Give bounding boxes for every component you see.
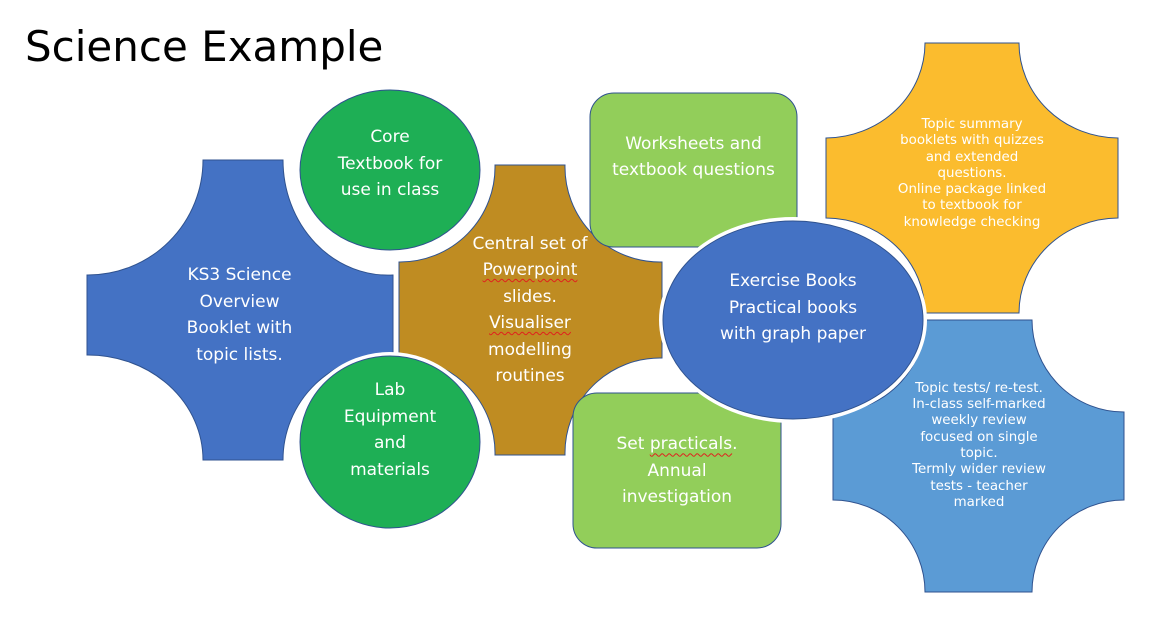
- overview-booklet-shape[interactable]: [86, 159, 394, 461]
- lab-equipment-shape[interactable]: [296, 352, 484, 532]
- label-line: marked: [953, 494, 1005, 510]
- label-line: Lab: [374, 380, 406, 400]
- label-line: slides.: [503, 286, 557, 307]
- topic-tests-shape[interactable]: [832, 319, 1125, 593]
- label-line: textbook questions: [612, 160, 775, 180]
- label-line: Visualiser: [489, 310, 571, 337]
- label-line: Practical books: [728, 297, 858, 318]
- label-line: use in class: [340, 180, 440, 201]
- label-line: Booklet with: [186, 318, 293, 338]
- label-line: to textbook for: [922, 198, 1022, 214]
- label-line: Textbook for: [337, 153, 443, 174]
- powerpoint-slides-label: Central set of Powerpoint slides. Visualise…: [430, 230, 630, 390]
- label-line: Worksheets and: [625, 133, 762, 154]
- label-line: and extended: [925, 149, 1019, 165]
- label-line: Set practicals.: [616, 434, 738, 455]
- label-line: Online package linked: [897, 182, 1047, 198]
- label-line: knowledge checking: [903, 214, 1041, 230]
- label-line: Annual: [647, 460, 707, 481]
- topic-tests-label: Topic tests/ re-test.In-class self-marke…: [879, 376, 1079, 516]
- spellcheck-flagged-word: Visualiser: [489, 313, 571, 333]
- label-line: Powerpoint: [483, 257, 578, 284]
- slide-title: Science Example: [25, 22, 384, 71]
- label-line: Topic summary: [921, 116, 1023, 132]
- label-line: focused on single: [920, 429, 1038, 445]
- label-line: Core: [370, 127, 410, 148]
- label-line: questions.: [937, 165, 1007, 181]
- topic-summary-shape[interactable]: [825, 42, 1119, 314]
- exercise-books-shape[interactable]: [659, 217, 927, 423]
- label-line: and: [374, 433, 406, 453]
- label-line: Termly wider review: [912, 462, 1046, 478]
- label-line: modelling: [488, 339, 572, 360]
- spellcheck-flagged-word: practicals: [649, 434, 733, 455]
- label-line: Exercise Books: [729, 271, 857, 292]
- label-line: topic lists.: [196, 344, 283, 365]
- label-line: In-class self-marked: [912, 397, 1046, 413]
- label-line: Overview: [199, 291, 280, 312]
- label-line: materials: [350, 459, 430, 480]
- exercise-books-outline: [662, 220, 924, 420]
- worksheets-label: Worksheets and textbook questions: [595, 128, 792, 186]
- label-line: with graph paper: [719, 324, 867, 345]
- set-practicals-label: Set practicals. Annual investigation: [578, 430, 776, 512]
- label-line: booklets with quizzes: [900, 133, 1044, 149]
- label-line: tests - teacher: [930, 478, 1028, 494]
- label-line: Central set of: [472, 233, 588, 254]
- label-line: investigation: [621, 487, 733, 508]
- spellcheck-flagged-word: Powerpoint: [482, 260, 578, 280]
- label-line: routines: [495, 366, 565, 386]
- worksheets-shape[interactable]: [589, 92, 798, 248]
- lab-equipment-outline: [299, 355, 481, 529]
- core-textbook-outline: [299, 89, 481, 251]
- label-line: weekly review: [931, 413, 1027, 429]
- label-line: Equipment: [343, 406, 437, 427]
- label-line: Topic tests/ re-test.: [915, 380, 1043, 396]
- label-line: topic.: [960, 446, 998, 461]
- core-textbook-shape[interactable]: [296, 86, 484, 254]
- label-line: KS3 Science: [187, 265, 292, 285]
- set-practicals-shape[interactable]: [572, 392, 782, 549]
